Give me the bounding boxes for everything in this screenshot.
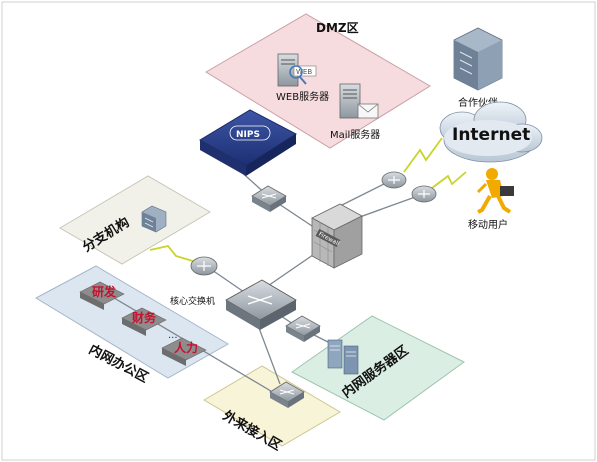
office-dept-rd <box>79 281 125 310</box>
mobile-wan-link <box>431 171 467 189</box>
router-internet-icon <box>381 171 407 189</box>
nips-label: NIPS <box>236 130 260 140</box>
core-switch-icon <box>225 279 297 330</box>
branch-building-icon <box>141 205 167 233</box>
firewall-icon <box>311 203 363 269</box>
dept-rd-label: 研发 <box>92 284 117 299</box>
core-switch-label: 核心交换机 <box>170 295 215 307</box>
internal-servers-icon <box>327 339 359 375</box>
mobile-user-label: 移动用户 <box>468 218 508 231</box>
dmz-switch-icon <box>251 185 287 212</box>
nips-device-icon <box>199 109 297 176</box>
router-mobile-icon <box>411 185 437 203</box>
wan-links <box>149 137 467 263</box>
internet-wan-link <box>403 137 443 173</box>
internet-label: Internet <box>452 125 530 145</box>
server-switch-icon <box>285 315 321 342</box>
dmz-zone-label: DMZ区 <box>316 21 359 35</box>
web-server-icon: WEB <box>277 53 317 87</box>
guest-zone <box>203 365 341 447</box>
mail-server-label: Mail服务器 <box>330 128 380 141</box>
dept-hr-label: 人力 <box>174 340 198 355</box>
internet-cloud-icon <box>439 101 543 163</box>
mobile-user-icon <box>476 168 514 214</box>
link-core-guestswitch <box>255 319 281 385</box>
guest-switch-icon <box>269 381 305 408</box>
link-firewall-router-internet <box>335 181 389 209</box>
web-server-label: WEB服务器 <box>276 90 329 103</box>
branch-wan-link <box>149 244 197 263</box>
web-icon-text: WEB <box>296 68 312 76</box>
office-dept-hr <box>161 337 207 366</box>
office-dept-finance <box>121 307 167 336</box>
branch-zone <box>59 175 211 265</box>
dept-finance-label: 财务 <box>131 310 157 325</box>
partner-building-icon <box>453 27 503 91</box>
dept-ellipsis: ... <box>168 330 178 341</box>
router-branch-icon <box>190 256 218 276</box>
link-router-core <box>211 269 245 293</box>
mail-server-icon <box>339 83 379 119</box>
